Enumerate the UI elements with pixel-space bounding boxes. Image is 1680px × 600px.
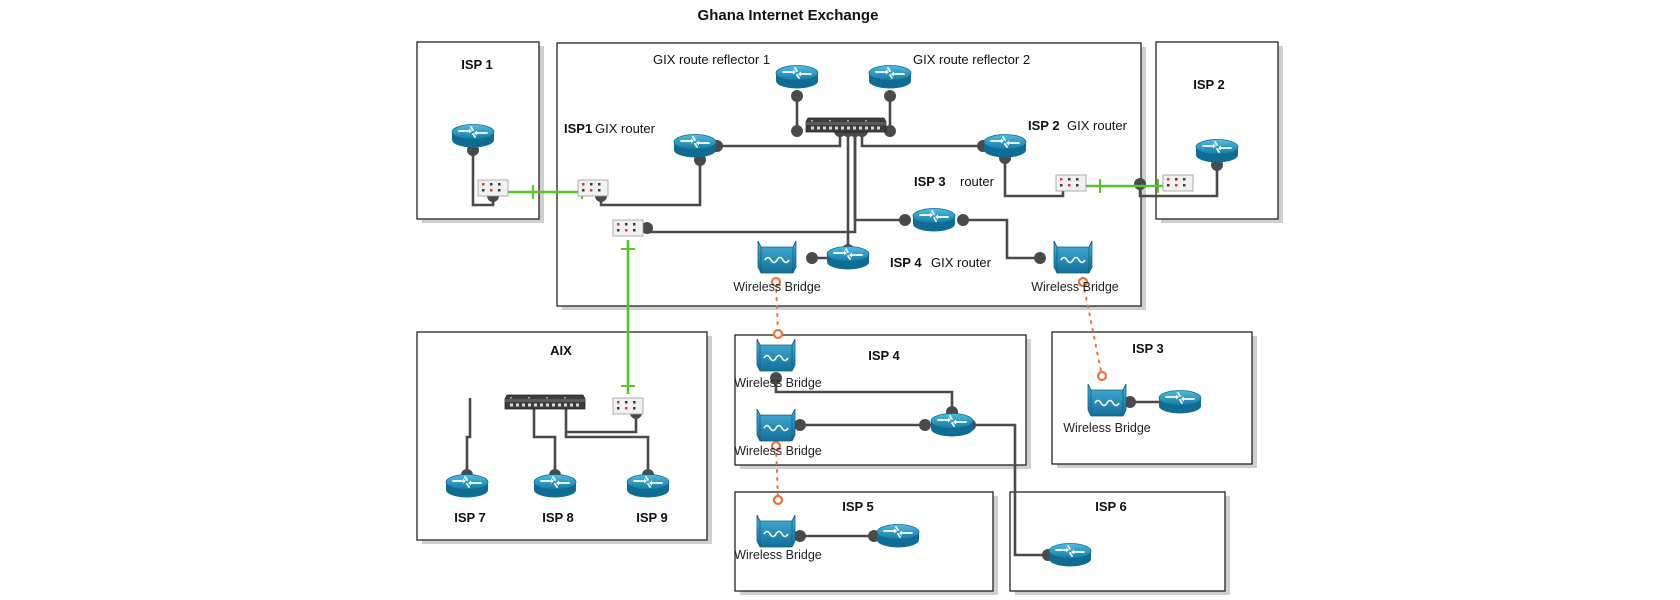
isp3-remote-router-icon [1158,389,1202,415]
gix-isp1-patch-panel-icon [577,179,609,197]
aix-switch-icon [504,394,586,410]
aix-label: AIX [550,343,572,358]
isp4-router-icon [930,412,974,438]
isp4-gix-router-label-a: ISP 4 [890,255,922,270]
route-reflector-1-label: GIX route reflector 1 [653,52,770,67]
isp5-router-icon [876,523,920,549]
isp3-label: ISP 3 [1132,341,1164,356]
isp3-router-label-b: router [960,174,995,189]
wireless-bridge-label: Wireless Bridge [734,548,822,562]
gix-aix-patch-panel-icon [612,219,644,237]
isp4-gix-router-label-b: GIX router [931,255,992,270]
isp2-patch-panel-icon [1162,174,1194,192]
isp2-label: ISP 2 [1193,77,1225,92]
isp4-gix-router-icon [826,245,870,271]
isp7-label: ISP 7 [454,510,486,525]
route-reflector-2-label: GIX route reflector 2 [913,52,1030,67]
isp1-router-icon [451,123,495,149]
isp8-router-icon [533,473,577,499]
wireless-bridge-label: Wireless Bridge [1063,421,1151,435]
isp5-label: ISP 5 [842,499,874,514]
isp7-router-icon [445,473,489,499]
isp2-gix-router-icon [983,133,1027,159]
isp1-gix-router-label-b: GIX router [595,121,656,136]
isp1-patch-panel-icon [477,179,509,197]
route-reflector-1-icon [775,64,819,90]
isp1-gix-router-icon [673,133,717,159]
isp1-gix-router-label-a: ISP1 [564,121,592,136]
wireless-bridge-label: Wireless Bridge [734,376,822,390]
isp3-router-icon [912,207,956,233]
isp2-gix-router-label-a: ISP 2 [1028,118,1060,133]
route-reflector-2-icon [868,64,912,90]
diagram-title: Ghana Internet Exchange [698,7,879,24]
isp2-gix-router-label-b: GIX router [1067,118,1128,133]
isp6-label: ISP 6 [1095,499,1127,514]
isp9-label: ISP 9 [636,510,668,525]
aix-patch-panel-icon [612,397,644,415]
fiber-links [508,179,1164,394]
isp9-router-icon [626,473,670,499]
gix-switch-icon [805,117,887,133]
aix-box [416,331,708,541]
isp3-router-label-a: ISP 3 [914,174,946,189]
isp8-label: ISP 8 [542,510,574,525]
isp6-router-icon [1048,542,1092,568]
wireless-bridge-label: Wireless Bridge [733,280,821,294]
isp1-label: ISP 1 [461,57,493,72]
wireless-links [770,276,1108,506]
wireless-bridge-label: Wireless Bridge [734,444,822,458]
wireless-bridge-label: Wireless Bridge [1031,280,1119,294]
isp2-router-icon [1195,138,1239,164]
gix-isp2-patch-panel-icon [1055,174,1087,192]
isp4-label: ISP 4 [868,348,900,363]
